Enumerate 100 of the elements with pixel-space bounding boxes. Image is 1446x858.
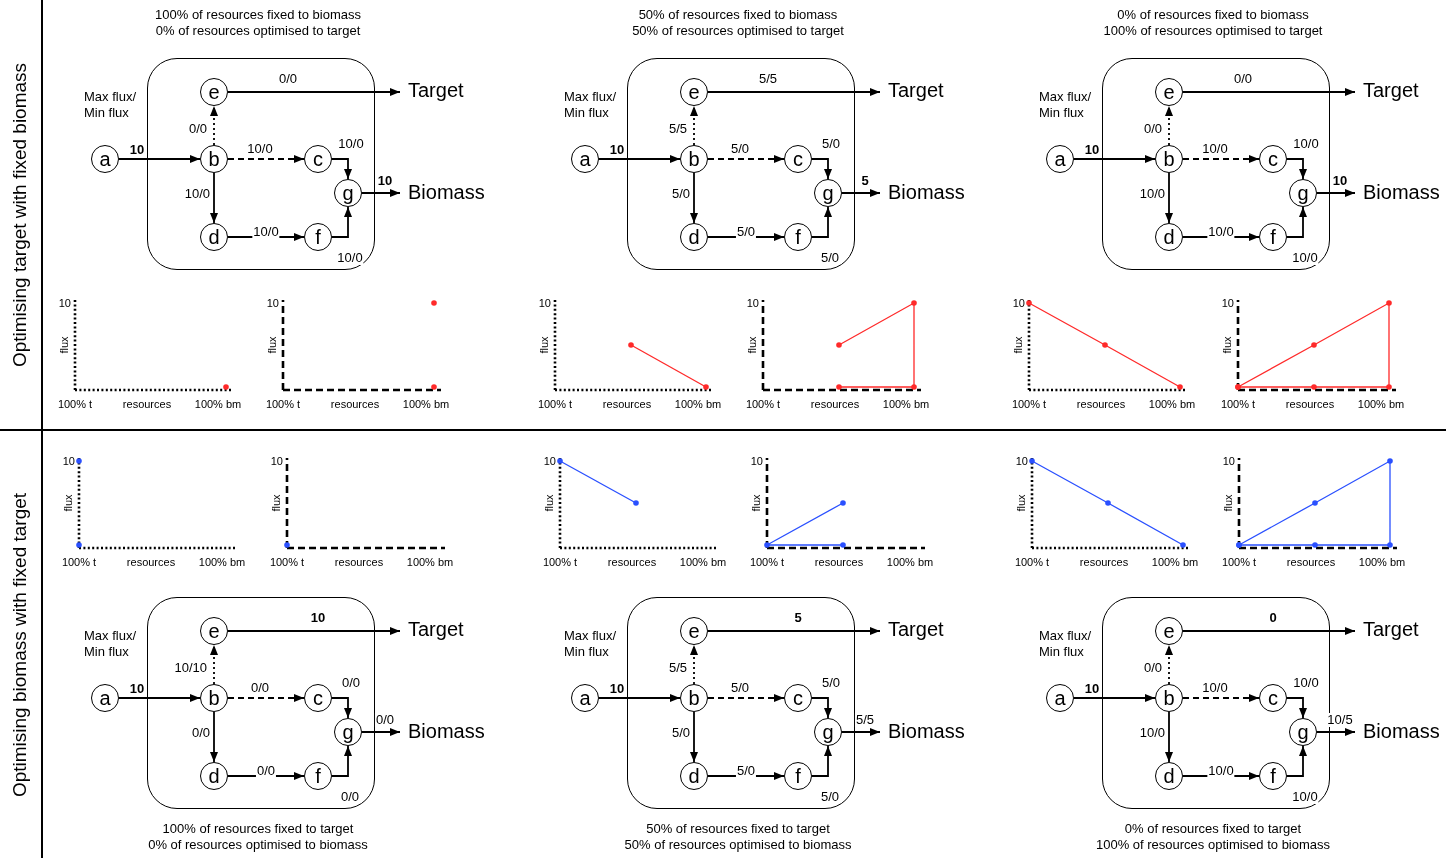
tick-label: 10	[58, 297, 71, 309]
edge-label: 0/0	[339, 790, 361, 804]
panel-heading: 100% of resources optimised to biomass	[1095, 837, 1331, 853]
arrow	[1073, 155, 1156, 163]
output-label: Biomass	[888, 180, 965, 204]
axis-title: flux	[266, 336, 278, 354]
metabolite-node: g	[334, 179, 362, 207]
axis-title: resources	[814, 556, 864, 569]
arrow	[1286, 745, 1307, 777]
edge-label: 10/0	[1138, 187, 1166, 201]
arrow	[598, 155, 681, 163]
axis-title: resources	[1076, 398, 1126, 411]
metabolite-node: g	[334, 718, 362, 746]
arrow	[1165, 711, 1173, 763]
edge-label: 10/10	[173, 661, 208, 675]
edge-label: 10/0	[183, 187, 211, 201]
tick-label: 100% bm	[882, 398, 930, 411]
arrow	[1286, 697, 1307, 719]
edge-label: 5/5	[854, 713, 876, 727]
edge-label: 5/5	[667, 122, 688, 136]
tick-label: 10	[1221, 297, 1234, 309]
output-label: Biomass	[1363, 719, 1440, 743]
metabolite-node: g	[1289, 718, 1317, 746]
arrow	[1165, 644, 1173, 685]
metabolite-node: b	[200, 684, 228, 712]
tick-label: 100% t	[1011, 398, 1047, 411]
metabolite-node: c	[304, 145, 332, 173]
axis-title: flux	[270, 494, 282, 512]
arrow	[598, 694, 681, 702]
arrow	[707, 694, 785, 702]
edge-label: 10	[309, 611, 327, 625]
axis-title: flux	[750, 494, 762, 512]
axis-title: resources	[126, 556, 176, 569]
arrow	[841, 189, 881, 197]
output-label: Target	[1363, 617, 1419, 641]
edge-label: 5/0	[819, 251, 841, 265]
tick-label: 10	[543, 455, 556, 467]
axis-title: resources	[1079, 556, 1129, 569]
edge-label: 10/0	[1207, 764, 1235, 778]
arrow	[210, 711, 218, 763]
metabolite-node: d	[680, 762, 708, 790]
arrow	[1316, 728, 1356, 736]
metabolite-node: g	[814, 718, 842, 746]
metabolite-node: b	[680, 684, 708, 712]
arrow	[118, 694, 201, 702]
axis-title: resources	[330, 398, 380, 411]
panel-heading: 50% of resources fixed to biomass	[638, 7, 838, 23]
edge-label: 10/0	[1207, 225, 1235, 239]
tick-label: 100% bm	[1151, 556, 1199, 569]
output-label: Biomass	[408, 719, 485, 743]
output-label: Target	[888, 617, 944, 641]
edge-label: 0/0	[1232, 72, 1254, 86]
arrow	[811, 158, 832, 180]
metabolite-node: a	[571, 684, 599, 712]
metabolite-node: e	[1155, 78, 1183, 106]
tick-label: 100% bm	[886, 556, 934, 569]
edge-label: 5/5	[757, 72, 779, 86]
output-label: Biomass	[888, 719, 965, 743]
axis-title: flux	[1015, 494, 1027, 512]
tick-label: 100% bm	[1358, 556, 1406, 569]
metabolite-node: f	[784, 762, 812, 790]
tick-label: 10	[62, 455, 75, 467]
edge-label: 5/0	[819, 790, 841, 804]
metabolite-node: e	[200, 617, 228, 645]
edge-label: 10	[1331, 174, 1349, 188]
arrow	[227, 88, 401, 96]
axis-title: flux	[1221, 336, 1233, 354]
arrow	[210, 172, 218, 224]
edge-label: 10	[128, 143, 146, 157]
axis-title: flux	[1012, 336, 1024, 354]
edge-label: 5/0	[820, 676, 842, 690]
tick-label: 100% t	[1221, 556, 1257, 569]
edge-label: 10/0	[1292, 676, 1320, 690]
edge-label: 10/0	[1291, 790, 1319, 804]
edge-label: 5/5	[667, 661, 688, 675]
edge-label: 10/0	[1292, 137, 1320, 151]
output-label: Target	[1363, 78, 1419, 102]
tick-label: 100% t	[61, 556, 97, 569]
tick-label: 100% t	[745, 398, 781, 411]
metabolite-node: e	[200, 78, 228, 106]
tick-label: 100% t	[542, 556, 578, 569]
arrow	[361, 189, 401, 197]
edge-label: 5/0	[735, 764, 757, 778]
arrow	[331, 697, 352, 719]
arrow	[1073, 694, 1156, 702]
arrow	[707, 88, 881, 96]
edge-label: 10/0	[337, 137, 365, 151]
edge-label: 0/0	[190, 726, 211, 740]
edge-label: 10/0	[246, 142, 274, 156]
arrow	[1286, 158, 1307, 180]
panel-heading: 50% of resources fixed to target	[646, 821, 830, 837]
metabolite-node: a	[91, 684, 119, 712]
edge-label: 5/0	[729, 681, 751, 695]
metabolite-node: f	[304, 223, 332, 251]
edge-label: 0/0	[1142, 122, 1163, 136]
arrow	[811, 697, 832, 719]
edge-label: 0/0	[340, 676, 362, 690]
axis-title: resources	[1285, 398, 1335, 411]
metabolite-node: e	[680, 78, 708, 106]
edge-label: 0/0	[374, 713, 396, 727]
